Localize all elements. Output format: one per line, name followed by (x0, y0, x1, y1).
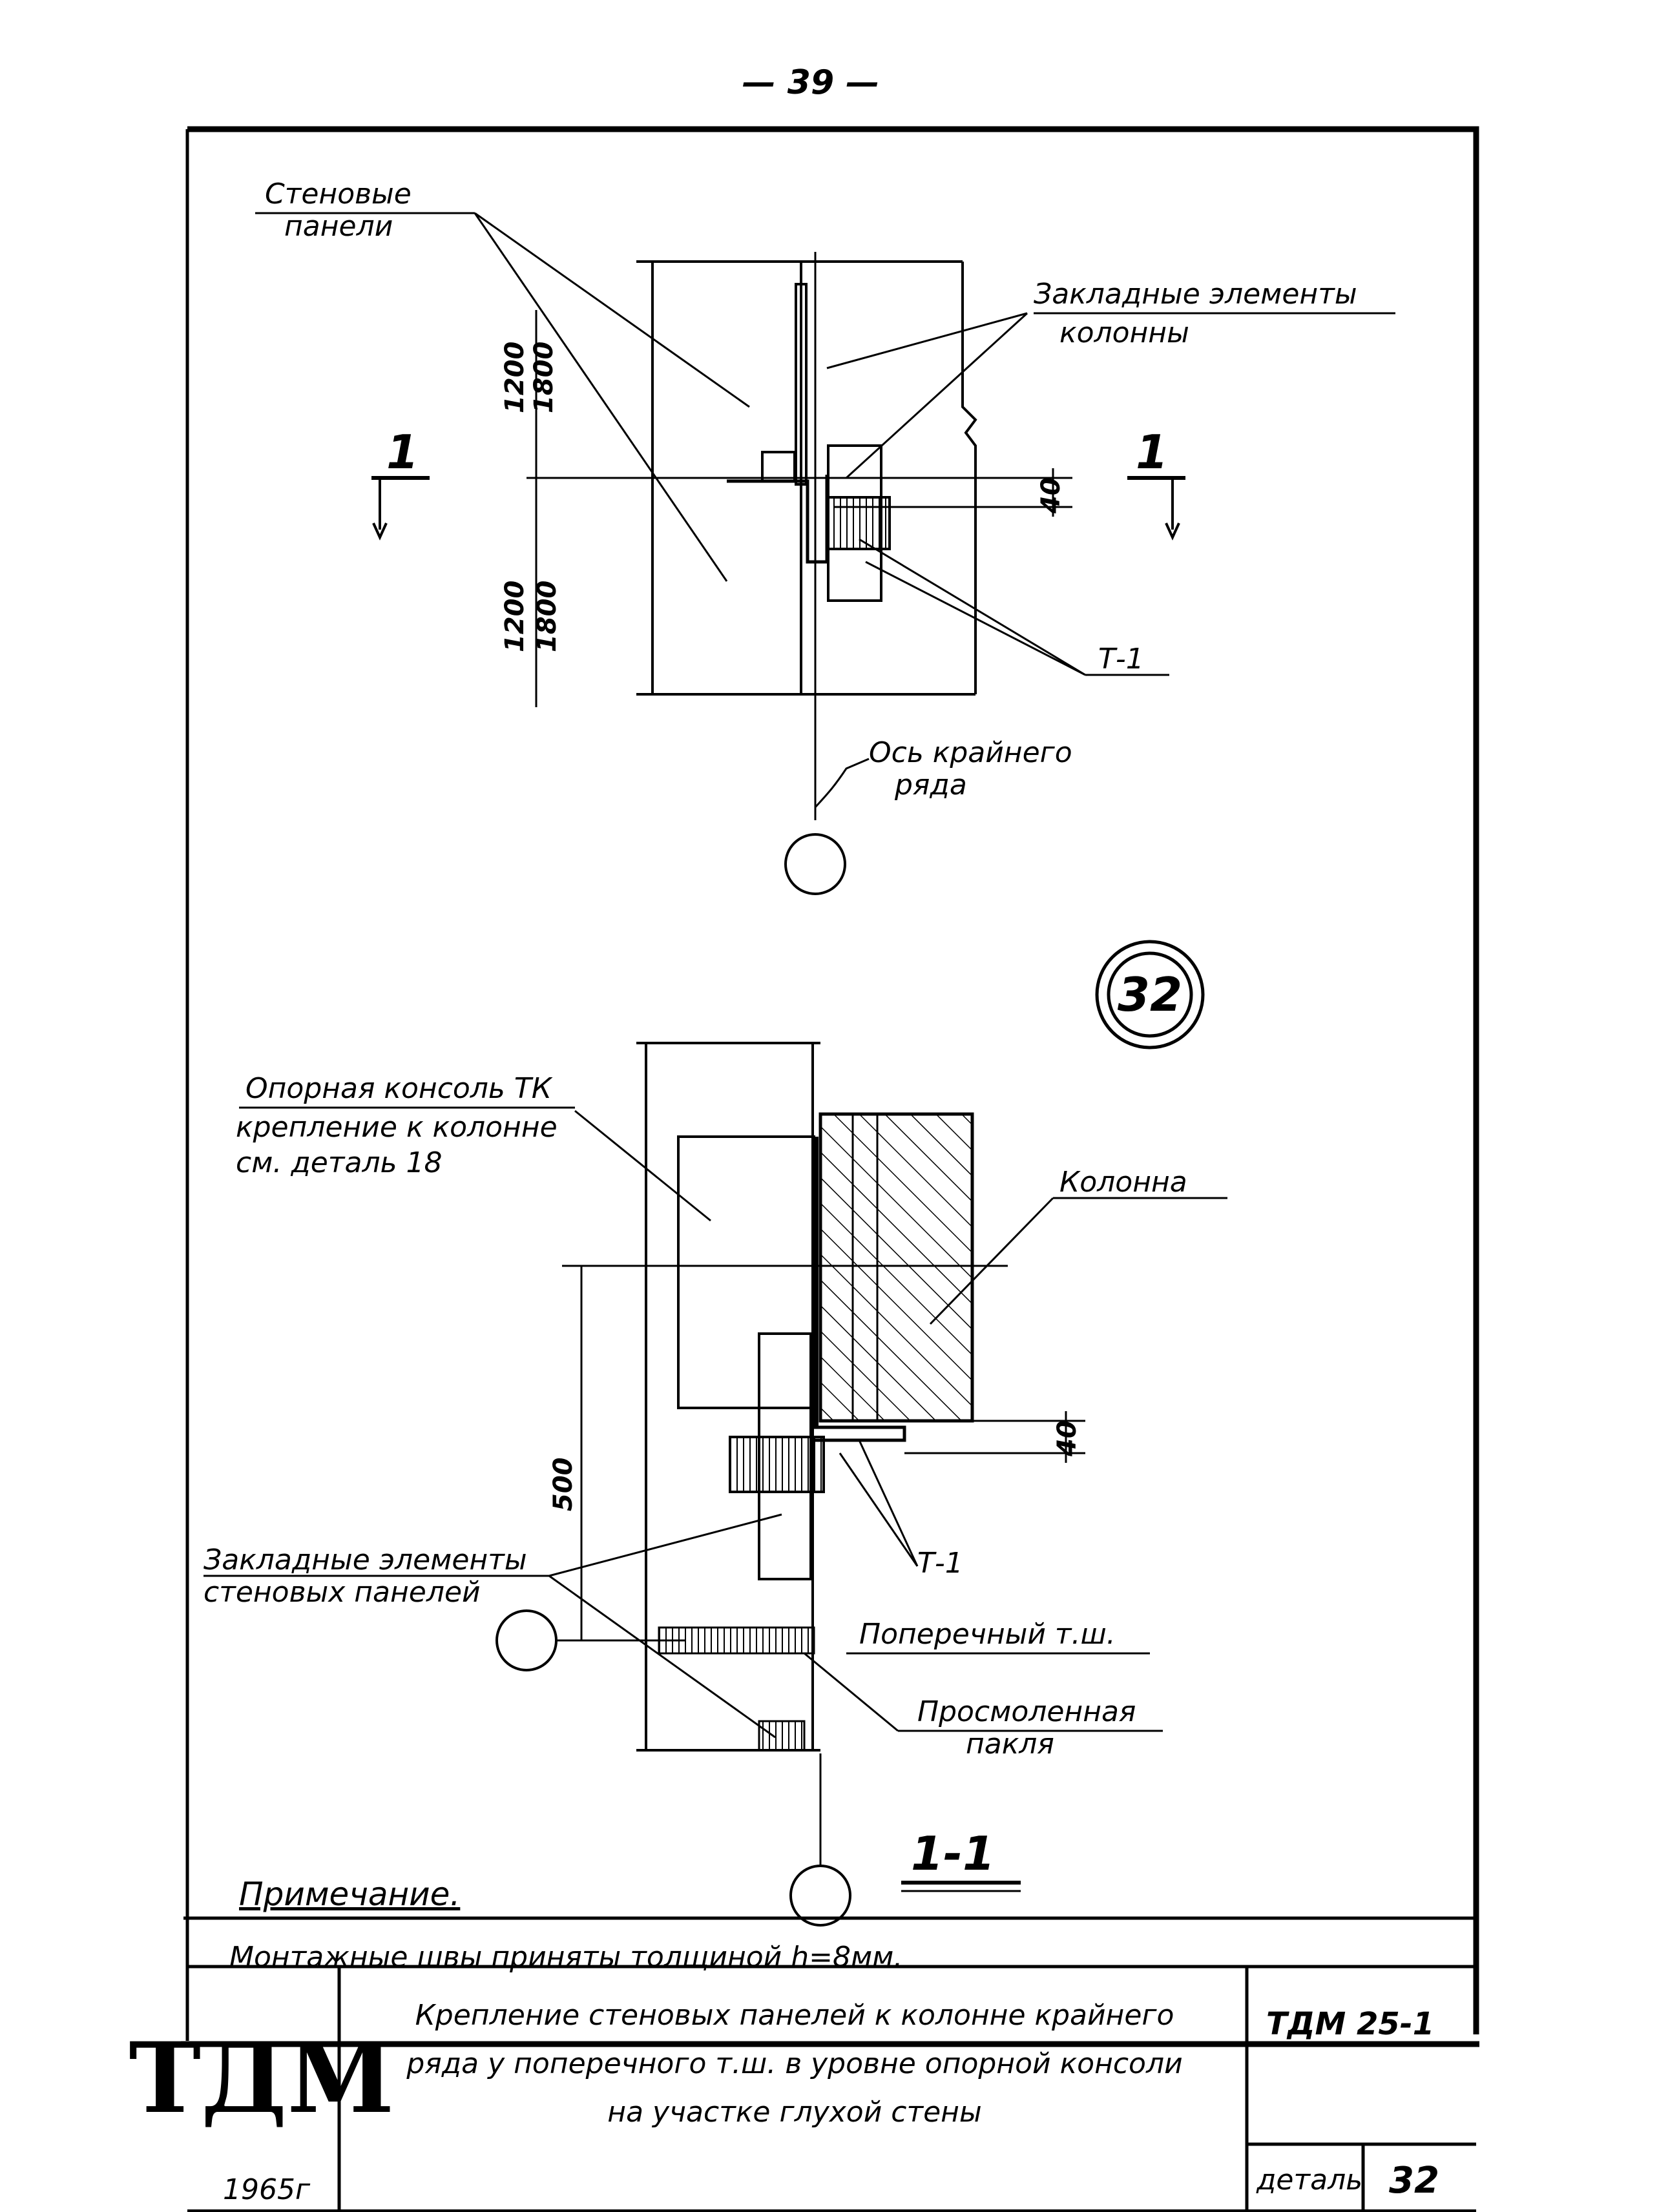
support-console (677, 1135, 815, 1409)
label-tar-tow-line1: Просмоленная (917, 1695, 1136, 1728)
label-column: Колонна (1059, 1166, 1187, 1199)
detail-badge-number: 32 (1118, 967, 1182, 1022)
weld-label-top: Т-1 (1098, 643, 1144, 676)
steel-angle-section (813, 1425, 906, 1442)
section-view (203, 1042, 1227, 1927)
note-text: Монтажные швы приняты толщиной h=8мм. (229, 1941, 902, 1974)
title-line-3: на участке глухой стены (607, 2096, 981, 2129)
page-number: — 39 — (742, 63, 880, 102)
label-wall-panels-line2: панели (284, 210, 393, 243)
weld-label-section: Т-1 (917, 1547, 963, 1580)
detail-number: 32 (1389, 2160, 1439, 2202)
document-code: ТДМ 25-1 (1266, 2006, 1434, 2042)
title-block-year: 1965г (223, 2173, 311, 2206)
title-block (187, 1965, 1476, 2212)
label-embedded-panels-line2: стеновых панелей (203, 1576, 481, 1609)
label-wall-panels-line1: Стеновые (265, 178, 412, 211)
axis-bubble (784, 833, 846, 895)
dim-lower-1200: 1200 (500, 581, 530, 652)
label-embedded-column-line2: колонны (1059, 316, 1189, 349)
column (819, 1112, 974, 1423)
dim-lower-1800: 1800 (532, 581, 562, 652)
section-axis-bubble (789, 1865, 851, 1927)
section-title: 1-1 (911, 1826, 995, 1881)
title-line-1: Крепление стеновых панелей к колонне кра… (415, 1999, 1174, 2032)
weld-block (827, 496, 891, 550)
axis-label-line1: Ось крайнего (869, 736, 1072, 769)
dim-upper-1200: 1200 (500, 342, 530, 413)
transverse-joint (658, 1626, 815, 1655)
label-console-line1: Опорная консоль ТК (245, 1072, 553, 1105)
dim-40-top: 40 (1036, 477, 1066, 514)
logo-tdm: ТДМ (129, 2021, 394, 2135)
label-console-line2: крепление к колонне (236, 1111, 558, 1144)
tar-tow (758, 1720, 806, 1752)
label-embedded-column-line1: Закладные элементы (1034, 278, 1357, 311)
axis-label-line2: ряда (894, 769, 967, 801)
label-tar-tow-line2: пакля (966, 1728, 1054, 1761)
section-mark-left: 1 (386, 425, 419, 479)
dim-upper-1800: 1800 (529, 342, 559, 413)
label-transverse-joint: Поперечный т.ш. (859, 1618, 1116, 1651)
label-console-line3: см. деталь 18 (236, 1146, 442, 1179)
note-heading: Примечание. (239, 1876, 460, 1913)
top-view (255, 212, 1395, 895)
section-mark-right: 1 (1136, 425, 1168, 479)
section-left-bubble (495, 1609, 558, 1671)
dim-40-section: 40 (1052, 1420, 1082, 1457)
weld-block-section (729, 1436, 825, 1493)
dim-500: 500 (548, 1458, 578, 1512)
detail-badge (1095, 940, 1205, 1049)
sheet-frame (181, 126, 1479, 2047)
title-line-2: ряда у поперечного т.ш. в уровне опорной… (406, 2047, 1182, 2080)
steel-angle (727, 475, 829, 564)
label-embedded-panels-line1: Закладные элементы (203, 1544, 527, 1576)
detail-label: деталь (1256, 2164, 1362, 2196)
embedded-plate (795, 283, 808, 486)
